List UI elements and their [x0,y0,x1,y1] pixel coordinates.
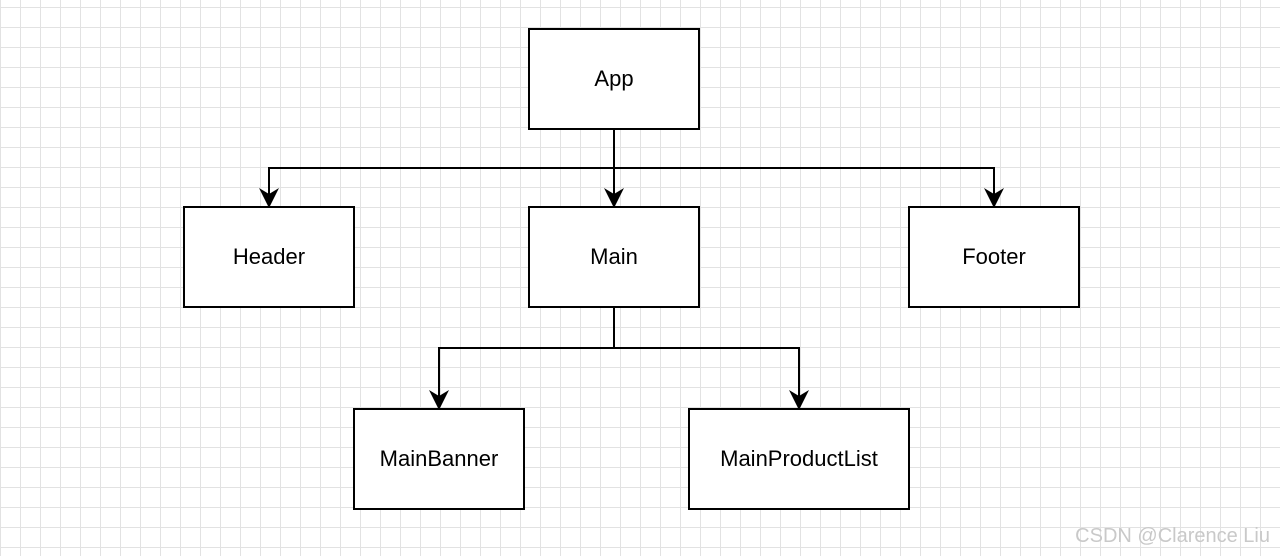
node-app[interactable]: App [528,28,700,130]
node-mainbanner-label: MainBanner [379,446,499,471]
node-mainbanner[interactable]: MainBanner [353,408,525,510]
node-main-label: Main [590,244,638,269]
edge-app-footer [614,167,1004,208]
node-header[interactable]: Header [183,206,355,308]
node-footer-label: Footer [962,244,1026,269]
node-mainproductlist-label: MainProductList [720,446,878,471]
node-app-label: App [594,66,634,91]
node-main[interactable]: Main [528,206,700,308]
edge-app-header [259,130,615,208]
node-header-label: Header [232,244,306,269]
watermark: CSDN @Clarence Liu [1075,525,1270,547]
node-footer[interactable]: Footer [908,206,1080,308]
edge-main-mainproductlist [614,347,809,410]
node-mainproductlist[interactable]: MainProductList [688,408,910,510]
edge-main-mainbanner [429,308,615,410]
